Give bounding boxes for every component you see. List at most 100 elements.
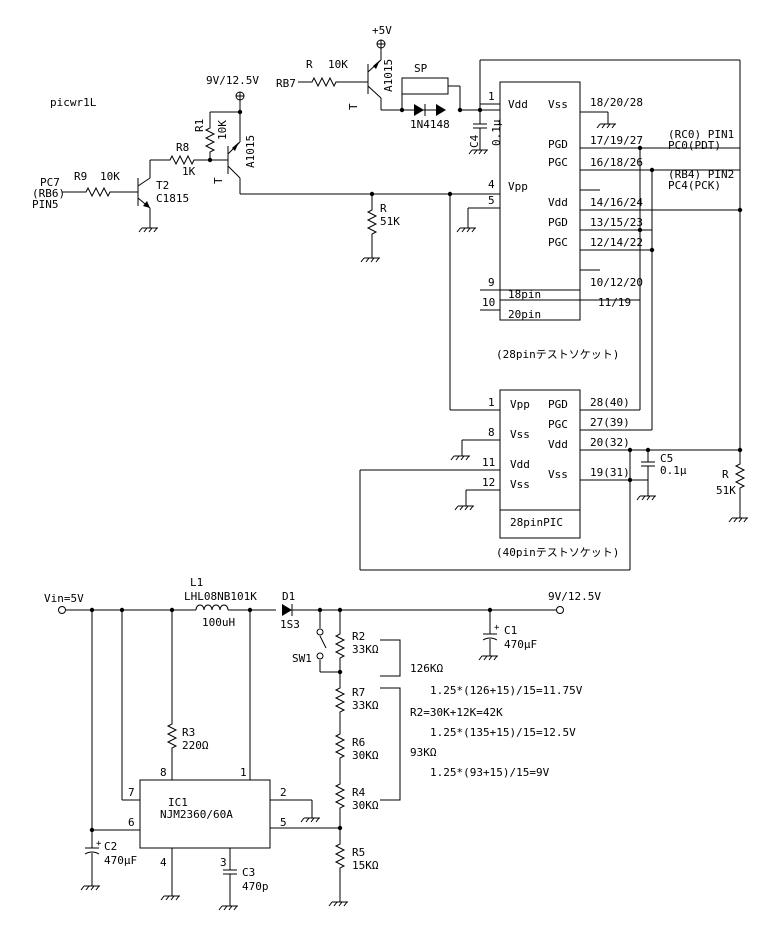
- c4-value: 0.1μ: [490, 119, 503, 146]
- socket28-l1-label: Vdd: [508, 98, 528, 111]
- l1-value2: 100uH: [202, 616, 235, 629]
- sw1-name: SW1: [292, 652, 312, 665]
- socket28-l10-label: 20pin: [508, 308, 541, 321]
- socket28-l4-num: 4: [488, 178, 495, 191]
- q-top-type-marker: T: [347, 103, 360, 110]
- r8-resistor: [149, 155, 228, 178]
- plus5v-terminal: [376, 39, 386, 60]
- ic1-pin4: 4: [160, 856, 167, 869]
- c4-capacitor: [468, 110, 489, 155]
- c2-value: 470μF: [104, 854, 137, 867]
- r6-value: 30KΩ: [352, 749, 379, 762]
- pgd-signal-b: PC0(PDT): [668, 139, 721, 152]
- socket28-r-pgc2-label: PGC: [548, 236, 568, 249]
- socket40-l8-num: 8: [488, 426, 495, 439]
- plus5v-label: +5V: [372, 24, 392, 37]
- t2-transistor: [137, 177, 159, 233]
- socket28-r-pgd-label: PGD: [548, 138, 568, 151]
- socket28-l9-label: 18pin: [508, 288, 541, 301]
- socket28-box: [499, 81, 581, 321]
- vin-terminal: [58, 606, 66, 614]
- c3-capacitor: [218, 848, 239, 911]
- r6-name: R6: [352, 736, 365, 749]
- vpp-supply-label: 9V/12.5V: [206, 74, 259, 87]
- socket40-l12-label: Vss: [510, 478, 530, 491]
- socket28-r-pgd2-label: PGD: [548, 216, 568, 229]
- socket40-r-pgd-num: 28(40): [590, 396, 630, 409]
- socket28-l9-num: 9: [488, 276, 495, 289]
- note-1175v: 1.25*(126+15)/15=11.75V: [430, 684, 583, 697]
- q-top-transistor: [367, 59, 440, 111]
- r1-resistor: [205, 112, 215, 160]
- q-mid-transistor: [227, 141, 241, 194]
- note-93k: 93KΩ: [410, 746, 437, 759]
- ic1-value: NJM2360/60A: [160, 808, 233, 821]
- t2-name: T2: [156, 179, 169, 192]
- r-base-name: R: [306, 58, 313, 71]
- ic1-pin1: 1: [240, 766, 247, 779]
- r6-resistor: [335, 729, 345, 780]
- note-r2: R2=30K+12K=42K: [410, 706, 503, 719]
- pgd-signal-a: (RC0) PIN1: [668, 128, 734, 141]
- rb6-label: (RB6): [32, 187, 65, 200]
- l1-inductor: [195, 604, 276, 611]
- socket28-r-vdd-num: 14/16/24: [590, 196, 643, 209]
- sp-name: SP: [414, 62, 428, 75]
- vpp-terminal: [210, 91, 245, 142]
- r8-value: 1K: [182, 165, 196, 178]
- socket28-r-vss-num: 18/20/28: [590, 96, 643, 109]
- c5-value: 0.1μ: [660, 464, 687, 477]
- socket40-l8-label: Vss: [510, 428, 530, 441]
- socket28-r-11-num: 11/19: [598, 296, 631, 309]
- socket40-l1-label: Vpp: [510, 398, 530, 411]
- r3-resistor: [167, 719, 177, 780]
- socket40-l11-num: 11: [482, 456, 495, 469]
- svg-text:+: +: [494, 623, 500, 633]
- r5-name: R5: [352, 846, 365, 859]
- socket40-r-vdd-label: Vdd: [548, 438, 568, 451]
- r-right-resistor: [728, 450, 749, 523]
- c1-name: C1: [504, 624, 517, 637]
- ic1-pin6: 6: [128, 816, 135, 829]
- pc7-label: PC7: [40, 176, 60, 189]
- r3-value: 220Ω: [182, 739, 209, 752]
- r1-value: 10K: [216, 120, 229, 140]
- socket40-r-vss-num: 19(31): [590, 466, 630, 479]
- t2-value: C1815: [156, 192, 189, 205]
- r7-resistor: [335, 683, 345, 730]
- ic1-pin2: 2: [280, 786, 287, 799]
- socket40-caption: (40pinテストソケット): [496, 546, 619, 559]
- r7-name: R7: [352, 686, 365, 699]
- socket28-r-pgc-label: PGC: [548, 156, 568, 169]
- socket40-r-pgc-label: PGC: [548, 418, 568, 431]
- note-126k: 126KΩ: [410, 662, 443, 675]
- ic1-pin8: 8: [160, 766, 167, 779]
- c1-value: 470μF: [504, 638, 537, 651]
- socket28-r-vdd-label: Vdd: [548, 196, 568, 209]
- r9-value: 10K: [100, 170, 120, 183]
- note-125v: 1.25*(135+15)/15=12.5V: [430, 726, 576, 739]
- socket40-chip-name: 28pinPIC: [510, 516, 563, 529]
- socket40-r-vdd-num: 20(32): [590, 436, 630, 449]
- c3-name: C3: [242, 866, 255, 879]
- d1-diode: [282, 604, 560, 616]
- c1-capacitor: +: [478, 610, 500, 661]
- r2-resistor: [335, 610, 345, 684]
- r2-name: R2: [352, 630, 365, 643]
- r5-value: 15KΩ: [352, 859, 379, 872]
- r4-value: 30KΩ: [352, 799, 379, 812]
- r9-resistor: [62, 187, 138, 197]
- pgc-signal-a: (RB4) PIN2: [668, 168, 734, 181]
- q-mid-type-marker: T: [212, 177, 225, 184]
- socket40-r-pgd-label: PGD: [548, 398, 568, 411]
- socket28-r-vss-label: Vss: [548, 98, 568, 111]
- rb7-label: RB7: [276, 77, 296, 90]
- vout-terminal: [556, 606, 564, 614]
- r2-value: 33KΩ: [352, 643, 379, 656]
- socket28-r-pgd-num: 17/19/27: [590, 134, 643, 147]
- c5-capacitor: [636, 450, 657, 501]
- c3-value: 470p: [242, 880, 269, 893]
- socket28-l5-num: 5: [488, 194, 495, 207]
- r-right-value: 51K: [716, 484, 736, 497]
- r4-resistor: [335, 779, 345, 840]
